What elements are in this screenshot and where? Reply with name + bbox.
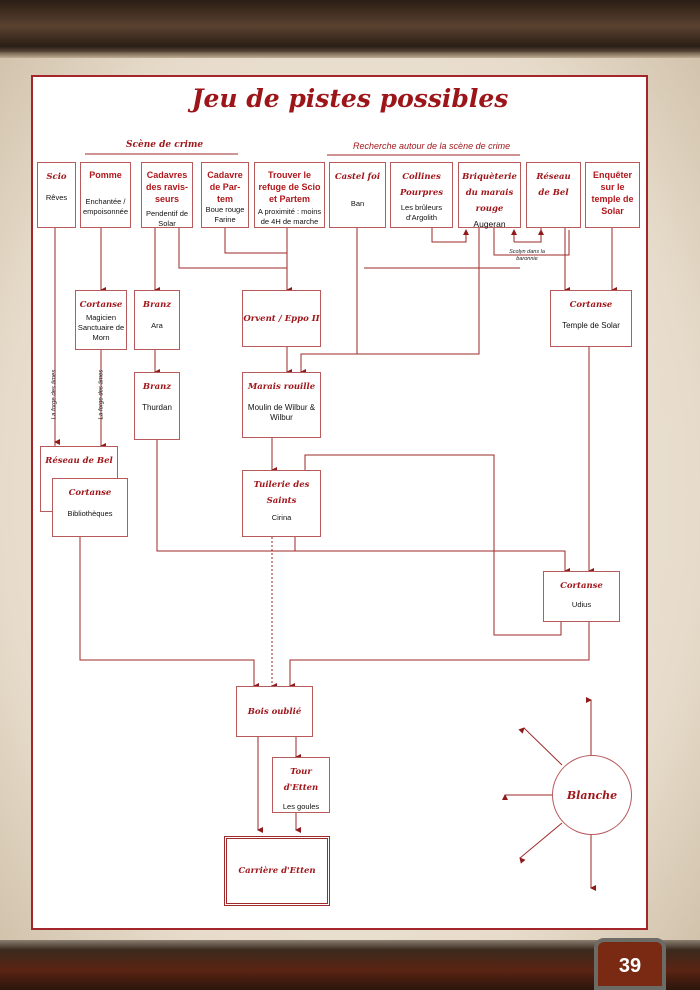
- node-title: Réseau de Bel: [45, 456, 113, 466]
- annotation-forge-1: La forge des âmes: [51, 369, 58, 420]
- node-text: Augeran: [473, 219, 506, 229]
- node-title: Collines Pourpres: [399, 172, 444, 198]
- node-trouver-refuge: Trouver le refuge de Scio et Partem A pro…: [254, 162, 325, 228]
- node-title: Bois oublié: [247, 706, 302, 717]
- ornate-header-border: [0, 0, 700, 58]
- node-title: Enquêter sur le temple de Solar: [591, 170, 634, 216]
- node-blanche: Blanche: [552, 755, 632, 835]
- node-title: Castel foi: [334, 172, 381, 182]
- node-text: Moulin de Wilbur & Wilbur: [247, 403, 316, 422]
- node-title: Cadavres des ravis-seurs: [145, 170, 189, 204]
- node-title: Marais rouille: [247, 382, 316, 392]
- node-title: Pomme: [89, 170, 122, 180]
- node-text: Les goules: [282, 802, 320, 811]
- node-carriere-etten: Carrière d'Etten: [224, 836, 330, 906]
- page-number: 39: [594, 938, 666, 990]
- node-text: A proximité : moins de 4H de marche: [257, 207, 322, 226]
- node-text: Magicien Sanctuaire de Morn: [77, 313, 125, 342]
- annotation-scolyn: Scolyn dans la baronnie: [509, 249, 545, 262]
- node-text: Thurdan: [142, 403, 172, 412]
- node-title: Cortanse: [569, 300, 613, 310]
- page-title: Jeu de pistes possibles: [191, 84, 509, 113]
- node-title: Briquèterie du marais rouge: [462, 172, 517, 214]
- annotation-forge-2: La forge des âmes: [98, 369, 105, 420]
- node-enqueter-temple: Enquêter sur le temple de Solar: [585, 162, 640, 228]
- node-text: Pendentif de Solar: [145, 209, 189, 228]
- node-bois-oublie: Bois oublié: [236, 686, 313, 737]
- node-title: Blanche: [566, 788, 618, 802]
- node-text: Rêves: [45, 193, 68, 202]
- node-text: Cirina: [271, 513, 292, 522]
- node-title: Branz: [142, 300, 172, 310]
- node-text: Bibliothèques: [67, 509, 113, 518]
- node-text: Boue rouge Farine: [205, 205, 245, 224]
- node-title: Cortanse: [79, 300, 123, 310]
- node-title: Cortanse: [68, 488, 112, 498]
- node-reseau-bel-top: Réseau de Bel: [526, 162, 581, 228]
- node-title: Réseau de Bel: [536, 172, 571, 198]
- node-title: Cortanse: [560, 581, 603, 591]
- node-title: Scio: [46, 172, 67, 182]
- node-title: Tuilerie des Saints: [253, 480, 310, 506]
- node-title: Tour d'Etten: [283, 767, 319, 793]
- section-search: Recherche autour de la scène de crime: [353, 141, 511, 151]
- node-text: Ban: [350, 199, 365, 208]
- node-title: Trouver le refuge de Scio et Partem: [258, 170, 321, 204]
- node-text: Enchantée / empoisonnée: [82, 197, 129, 216]
- node-text: Udius: [571, 600, 592, 609]
- node-text: Temple de Solar: [562, 321, 620, 330]
- node-orvent-eppo: Orvent / Eppo II: [242, 290, 321, 347]
- node-title: Carrière d'Etten: [238, 866, 316, 876]
- node-title: Cadavre de Par-tem: [207, 170, 243, 204]
- node-text: Les brûleurs d'Argolith: [400, 203, 443, 222]
- node-title: Branz: [142, 382, 172, 392]
- ornate-footer-border: [0, 940, 700, 990]
- section-crime-scene: Scène de crime: [126, 140, 204, 150]
- node-text: Ara: [151, 321, 163, 330]
- node-title: Orvent / Eppo II: [243, 313, 320, 324]
